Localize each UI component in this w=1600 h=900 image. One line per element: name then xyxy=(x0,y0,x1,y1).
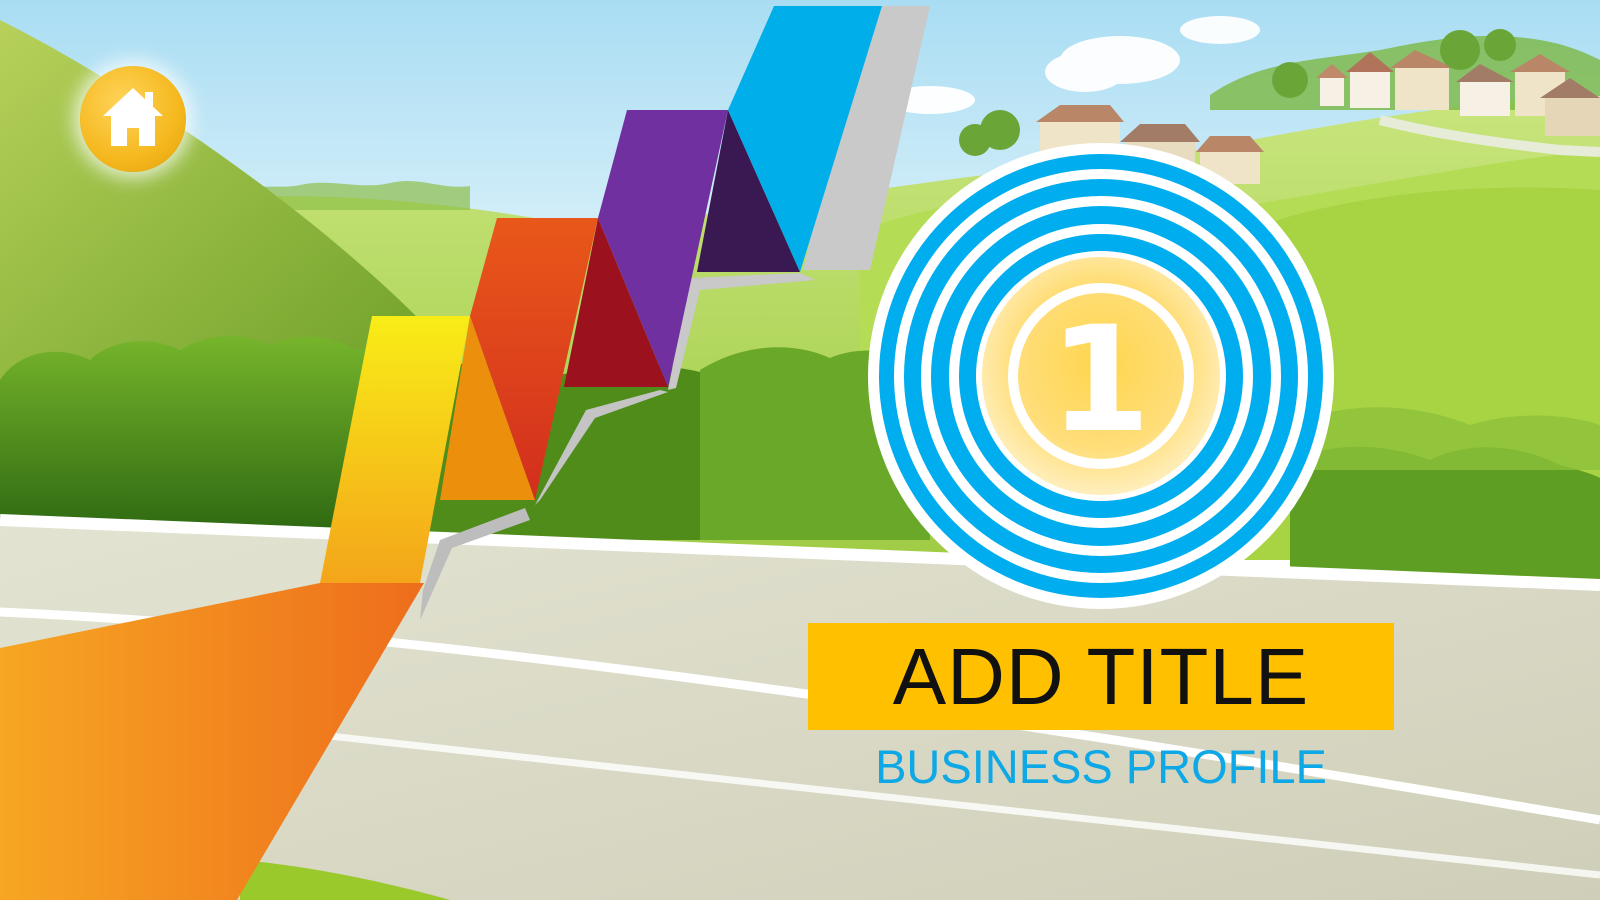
home-button[interactable] xyxy=(80,66,186,172)
slide-subtitle: BUSINESS PROFILE xyxy=(875,740,1327,793)
title-banner xyxy=(808,623,1394,730)
slide-title: ADD TITLE xyxy=(892,632,1310,721)
home-icon xyxy=(103,88,163,146)
step-number: 1 xyxy=(1049,295,1151,465)
